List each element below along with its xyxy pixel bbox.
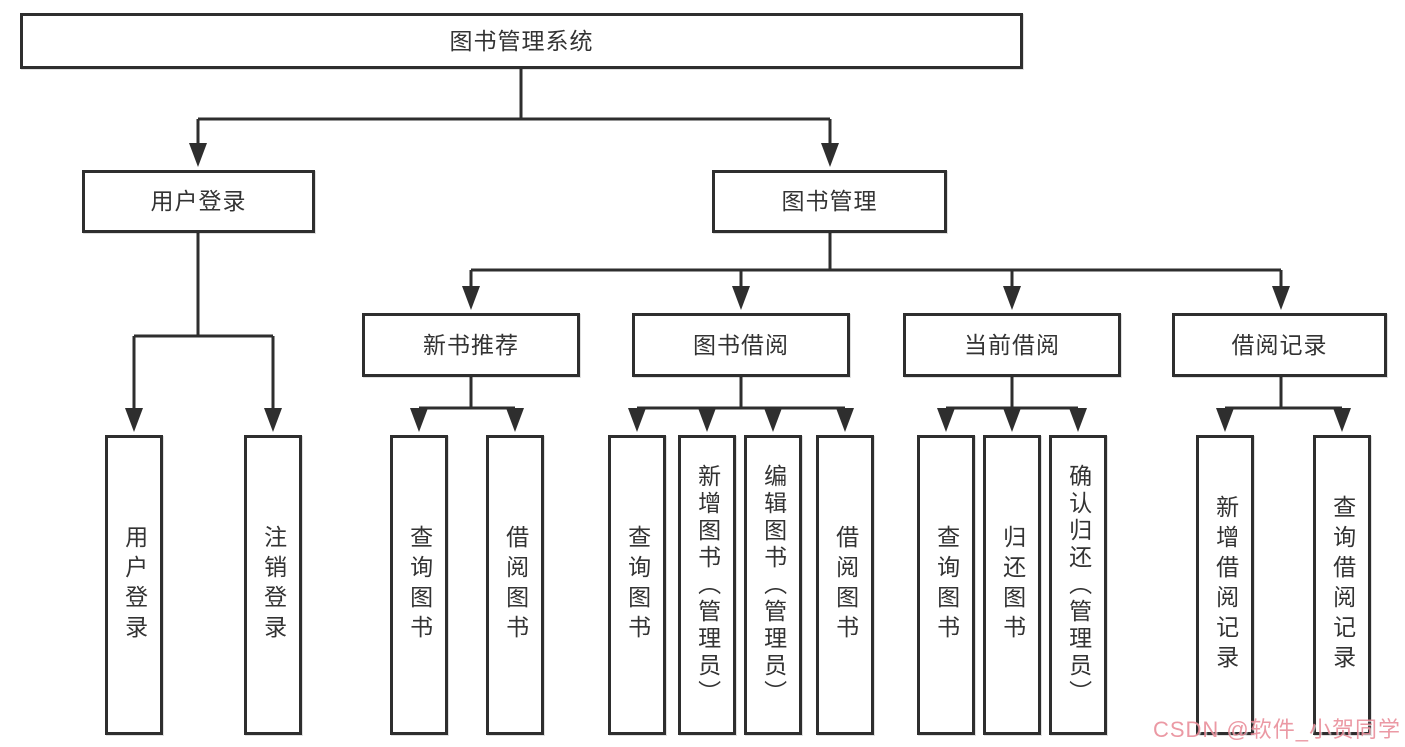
leaf-edit-books-admin: 编辑图书（管理员）	[744, 435, 802, 735]
leaf-query-borrow-record: 查询借阅记录	[1313, 435, 1371, 735]
leaf-confirm-return-admin-label: 确认归还（管理员）	[1065, 463, 1092, 707]
leaf-add-borrow-record: 新增借阅记录	[1196, 435, 1254, 735]
leaf-user-login-label: 用户登录	[121, 525, 148, 645]
node-book-borrowing-label: 图书借阅	[693, 331, 789, 358]
leaf-add-books-admin: 新增图书（管理员）	[678, 435, 736, 735]
leaf-borrow-books-label: 借阅图书	[832, 525, 859, 645]
leaf-query-books-recommend: 查询图书	[390, 435, 448, 735]
leaf-logout: 注销登录	[244, 435, 302, 735]
leaf-query-borrow-record-label: 查询借阅记录	[1329, 495, 1356, 675]
leaf-query-books-borrowing-label: 查询图书	[624, 525, 651, 645]
leaf-query-books-borrowing: 查询图书	[608, 435, 666, 735]
leaf-query-books-current-label: 查询图书	[933, 525, 960, 645]
csdn-watermark: CSDN @软件_小贺同学	[1152, 717, 1401, 742]
leaf-query-books-current: 查询图书	[917, 435, 975, 735]
leaf-logout-label: 注销登录	[260, 525, 287, 645]
node-borrow-records-label: 借阅记录	[1231, 331, 1328, 358]
node-user-login-label: 用户登录	[150, 188, 247, 214]
node-current-borrowing: 当前借阅	[903, 313, 1121, 377]
leaf-return-books-label: 归还图书	[999, 525, 1026, 645]
arrowhead-icons	[125, 143, 1351, 432]
leaf-edit-books-admin-label: 编辑图书（管理员）	[760, 463, 787, 707]
node-current-borrowing-label: 当前借阅	[964, 331, 1060, 358]
node-root-label: 图书管理系统	[449, 27, 594, 54]
node-borrow-records: 借阅记录	[1172, 313, 1387, 377]
node-user-login: 用户登录	[82, 170, 315, 233]
leaf-user-login: 用户登录	[105, 435, 163, 735]
node-book-borrowing: 图书借阅	[632, 313, 850, 377]
leaf-borrow-books: 借阅图书	[816, 435, 874, 735]
leaf-return-books: 归还图书	[983, 435, 1041, 735]
leaf-confirm-return-admin: 确认归还（管理员）	[1049, 435, 1107, 735]
node-book-management-label: 图书管理	[781, 188, 878, 214]
leaf-add-borrow-record-label: 新增借阅记录	[1212, 495, 1239, 675]
leaf-add-books-admin-label: 新增图书（管理员）	[694, 463, 721, 707]
node-root-system: 图书管理系统	[20, 13, 1023, 69]
leaf-borrow-books-recommend-label: 借阅图书	[502, 525, 529, 645]
node-new-book-recommend-label: 新书推荐	[423, 331, 519, 358]
node-new-book-recommend: 新书推荐	[362, 313, 580, 377]
leaf-query-books-recommend-label: 查询图书	[406, 525, 433, 645]
node-book-management: 图书管理	[712, 170, 947, 233]
leaf-borrow-books-recommend: 借阅图书	[486, 435, 544, 735]
